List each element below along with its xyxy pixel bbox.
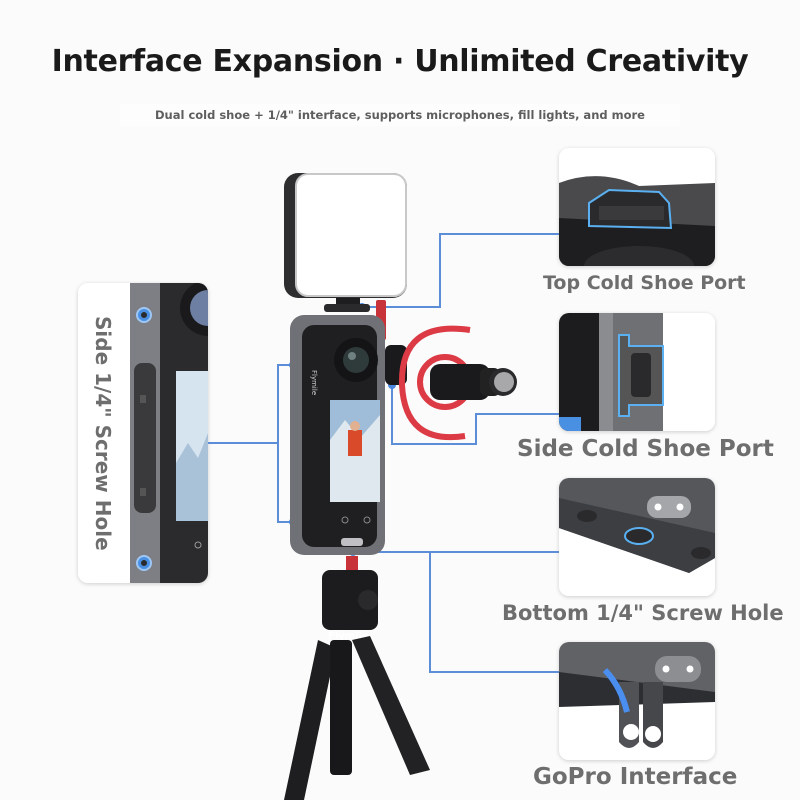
bottom-screw-label: Bottom 1/4" Screw Hole (502, 601, 784, 625)
top-cold-shoe-label: Top Cold Shoe Port (543, 272, 746, 294)
bottom-screw-thumb (559, 478, 715, 596)
page-title: Interface Expansion · Unlimited Creativi… (51, 44, 749, 79)
side-screw-hole-label: Side 1/4" Screw Hole (91, 315, 115, 551)
camera-cage-icon: Flymile (290, 315, 385, 555)
gopro-thumb (559, 642, 715, 760)
side-screw-hole-label-wrap: Side 1/4" Screw Hole (78, 283, 128, 583)
microphone-icon (398, 325, 517, 441)
side-screw-hole-image (78, 283, 208, 583)
side-cold-shoe-thumb (559, 313, 715, 431)
page-subtitle: Dual cold shoe + 1/4" interface, support… (120, 104, 680, 126)
side-screw-hole-card: Side 1/4" Screw Hole (78, 283, 208, 583)
gopro-label: GoPro Interface (533, 764, 738, 790)
svg-text:Flymile: Flymile (328, 631, 369, 642)
fill-light-icon (284, 173, 407, 312)
side-cold-shoe-label: Side Cold Shoe Port (517, 436, 774, 462)
top-cold-shoe-thumb (559, 148, 715, 266)
tripod-icon: Flymile (284, 556, 430, 800)
svg-text:Flymile: Flymile (310, 370, 318, 395)
